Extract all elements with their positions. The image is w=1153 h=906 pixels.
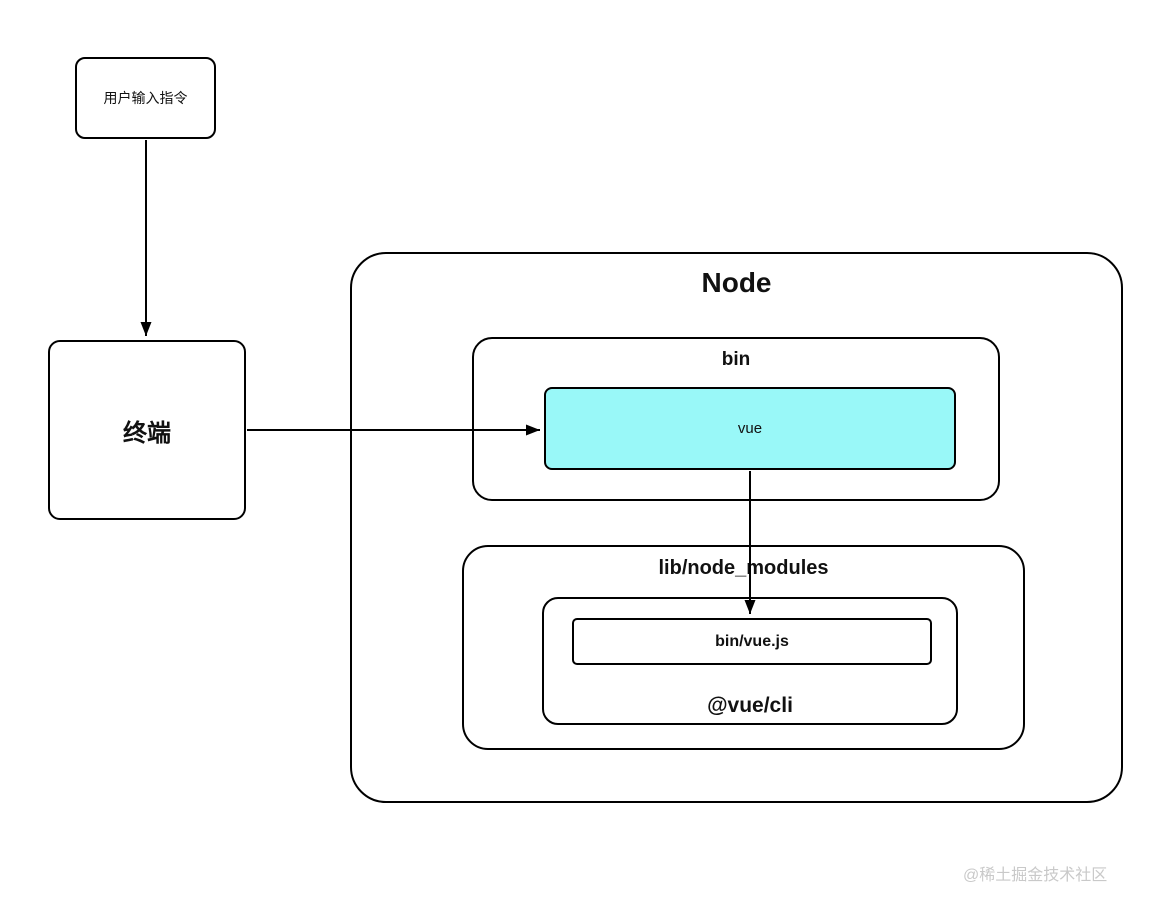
node-vue-executable-label: vue [737, 420, 763, 437]
group-node-runtime-title: Node [701, 267, 772, 298]
node-bin-vue-js-file-label: bin/vue.js [715, 632, 789, 650]
group-bin-directory-title: bin [721, 349, 751, 370]
node-user-input-command-label: 用户输入指令 [103, 90, 188, 106]
node-user-input-command: 用户输入指令 [75, 57, 216, 139]
group-lib-node-modules-title: lib/node_modules [658, 557, 829, 579]
watermark-text: @稀土掘金技术社区 [963, 867, 1108, 884]
node-vue-executable: vue [544, 387, 956, 470]
group-vue-cli-package-label: @vue/cli [707, 694, 793, 717]
node-terminal-label: 终端 [123, 419, 171, 447]
node-terminal: 终端 [48, 340, 246, 520]
node-bin-vue-js-file: bin/vue.js [572, 618, 932, 665]
